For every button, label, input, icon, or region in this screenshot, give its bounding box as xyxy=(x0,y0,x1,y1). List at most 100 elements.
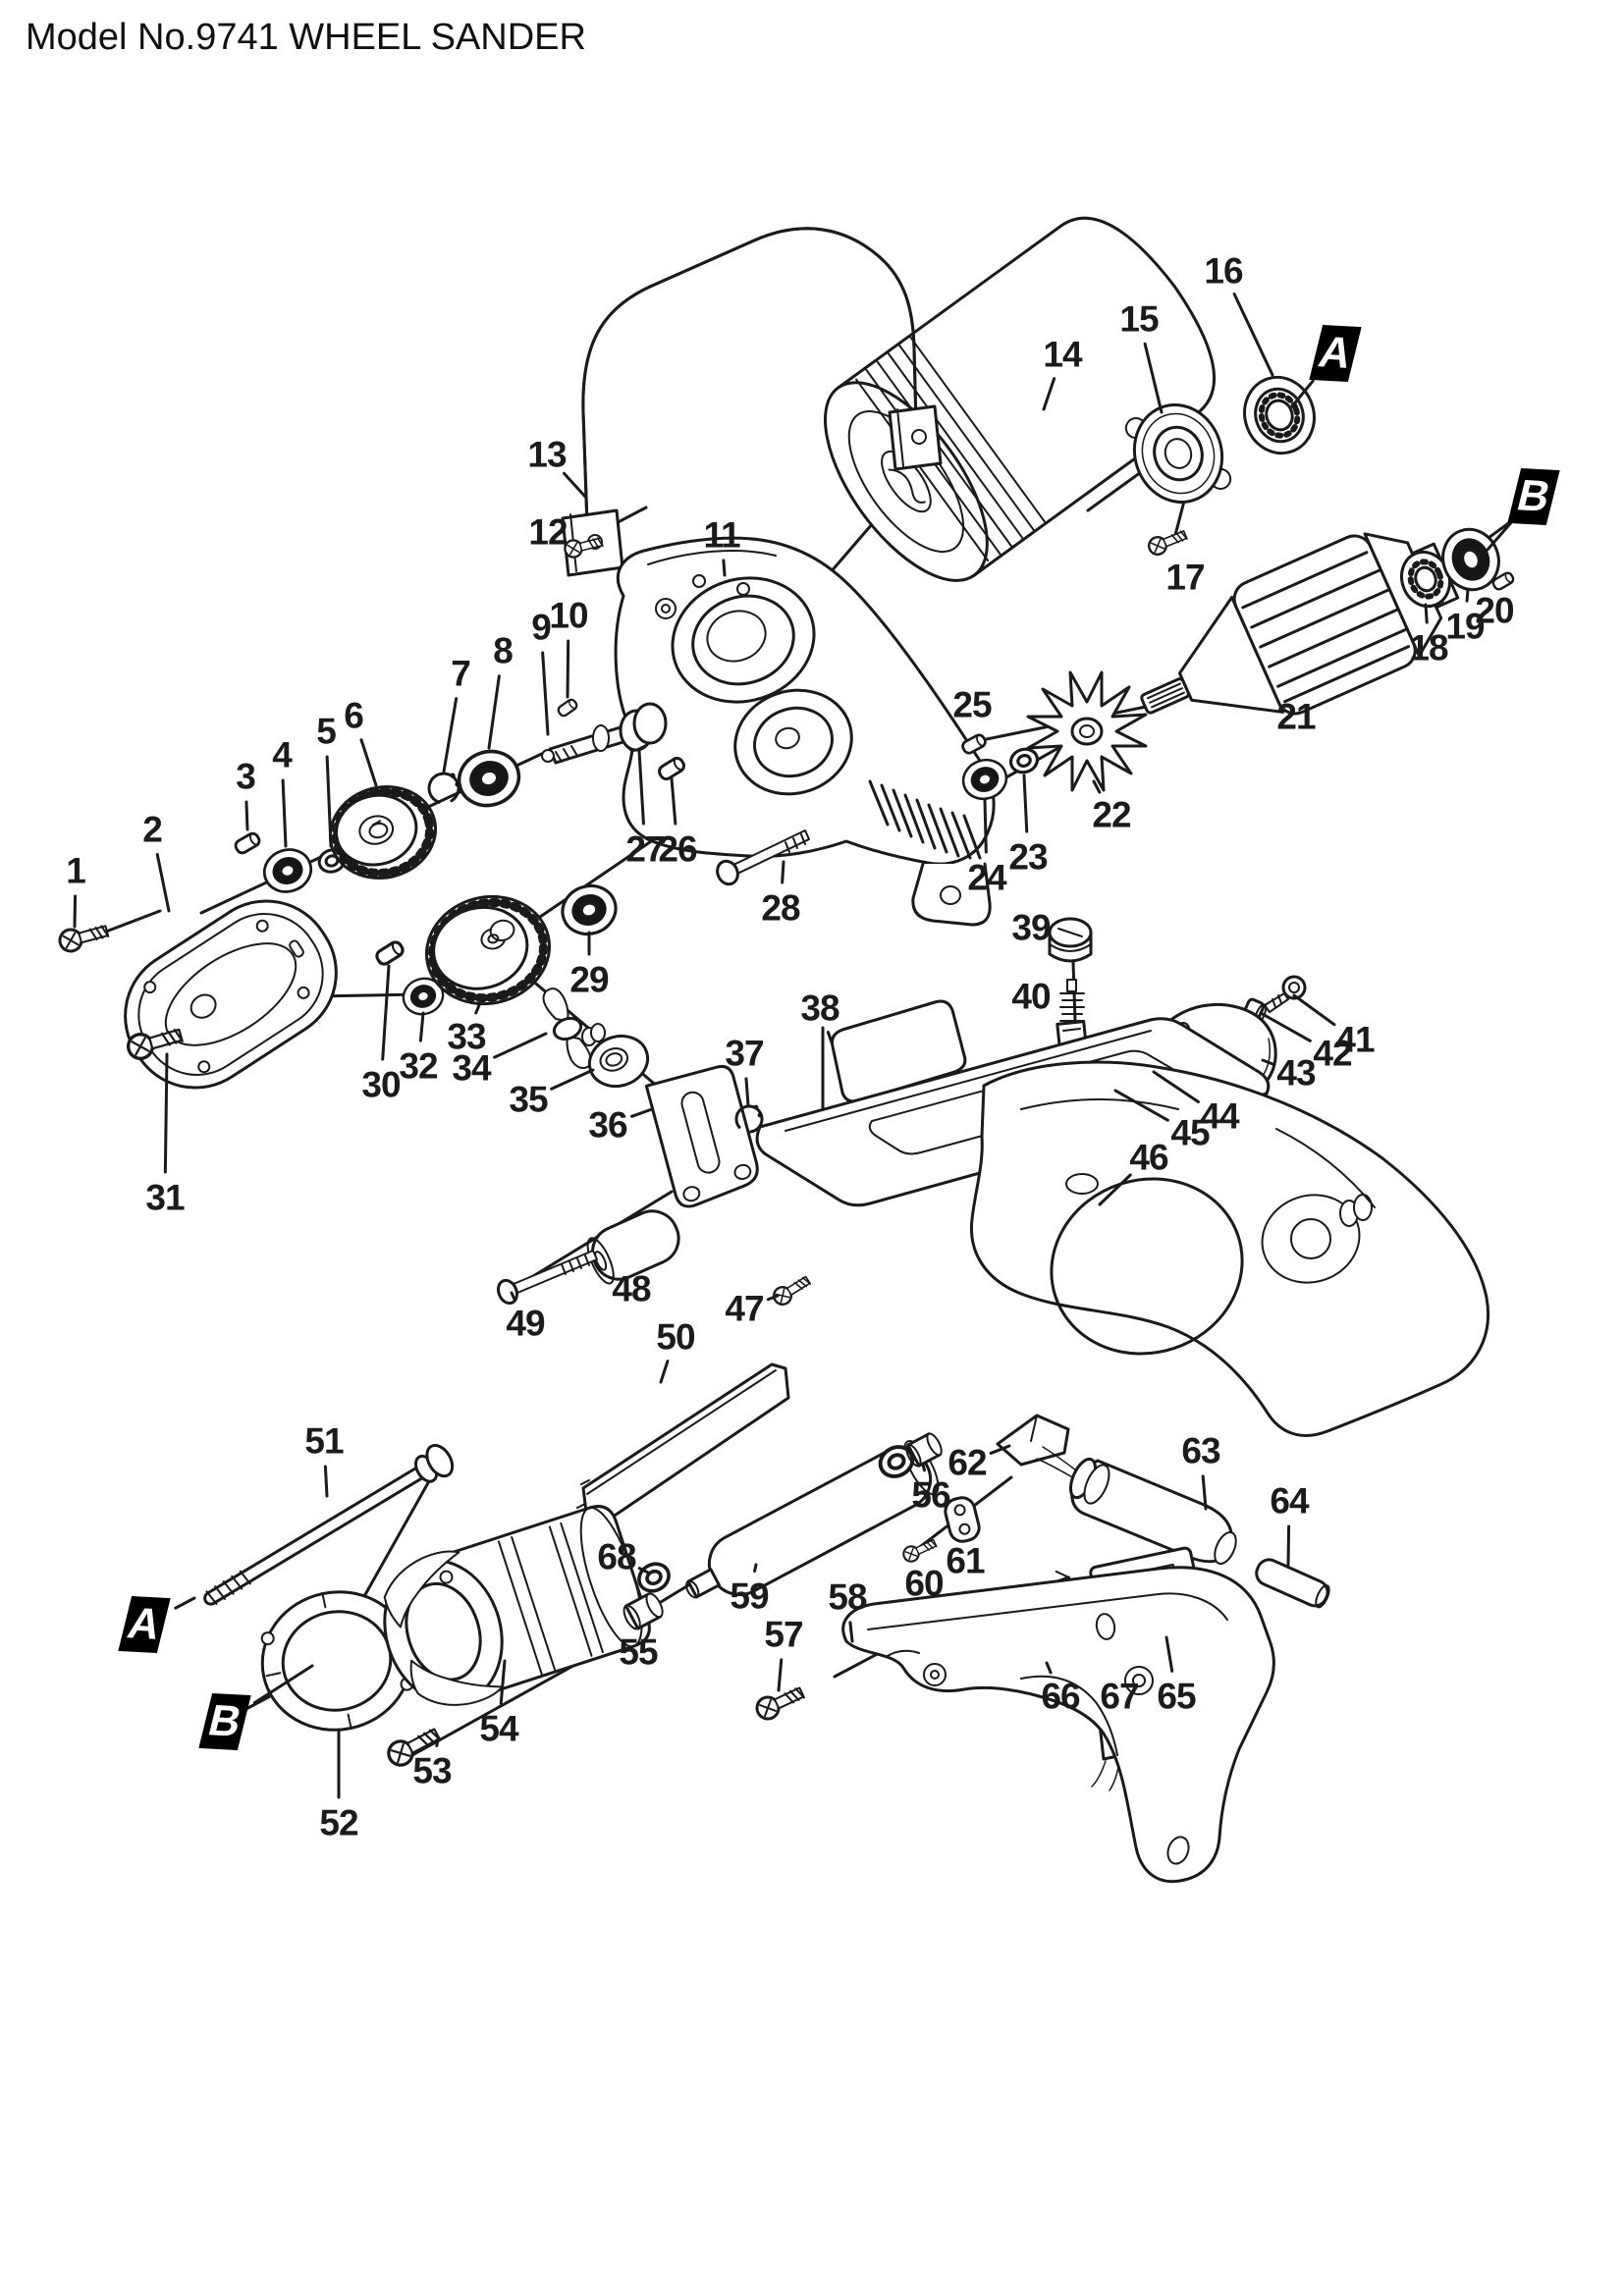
part-pinion-shaft-9 xyxy=(541,702,668,765)
leader-line xyxy=(1201,1474,1208,1511)
part-label-62: 62 xyxy=(947,1442,987,1483)
leader-line xyxy=(1042,377,1056,411)
part-roller-59 xyxy=(685,1440,940,1599)
leader-line xyxy=(1232,293,1274,377)
leader-line xyxy=(1152,1070,1200,1104)
leader-line xyxy=(1286,1524,1291,1567)
leader-line xyxy=(670,776,677,826)
part-label-35: 35 xyxy=(509,1079,548,1120)
part-pin-30 xyxy=(372,937,407,969)
part-label-12: 12 xyxy=(528,511,568,553)
leader-line xyxy=(499,1659,507,1705)
part-label-17: 17 xyxy=(1165,557,1205,598)
part-baffle-plate-50 xyxy=(576,1362,790,1525)
part-label-53: 53 xyxy=(412,1750,452,1791)
part-label-24: 24 xyxy=(967,857,1006,898)
leader-line xyxy=(1143,342,1164,414)
part-key-10 xyxy=(555,696,580,720)
leader-lines xyxy=(73,293,1512,1799)
part-label-9: 9 xyxy=(531,607,552,648)
leader-line xyxy=(155,852,171,913)
part-screw-41 xyxy=(1264,975,1307,1013)
leader-line xyxy=(1261,1058,1274,1066)
part-label-28: 28 xyxy=(761,887,800,929)
part-label-67: 67 xyxy=(1100,1676,1139,1717)
leader-line xyxy=(510,1291,516,1302)
part-flat-washer-18 xyxy=(1399,550,1452,609)
part-label-65: 65 xyxy=(1157,1676,1196,1717)
part-label-46: 46 xyxy=(1129,1137,1168,1178)
leader-line xyxy=(163,1052,169,1174)
leader-line xyxy=(323,1465,329,1498)
leader-line xyxy=(989,1444,1011,1455)
part-washer-35 xyxy=(587,1034,650,1089)
part-roller-48 xyxy=(586,1209,680,1285)
part-label-26: 26 xyxy=(658,828,697,870)
part-label-3: 3 xyxy=(236,756,256,797)
leader-line xyxy=(766,1294,780,1302)
part-screw-1 xyxy=(56,919,112,955)
part-bushing-55 xyxy=(623,1592,664,1630)
leader-line xyxy=(781,860,785,884)
leader-line xyxy=(1290,379,1315,408)
leader-line xyxy=(381,964,391,1061)
part-bearing-8 xyxy=(450,741,528,816)
part-label-50: 50 xyxy=(656,1316,695,1358)
part-wing-nut-34 xyxy=(542,988,606,1069)
part-label-5: 5 xyxy=(316,711,337,752)
part-brush-cap-39 xyxy=(1048,917,1093,963)
part-label-44: 44 xyxy=(1200,1095,1239,1137)
part-handle-grip xyxy=(841,1566,1275,1884)
part-label-30: 30 xyxy=(361,1064,401,1105)
part-label-42: 42 xyxy=(1313,1033,1352,1074)
part-handle-bow xyxy=(561,227,943,577)
leader-line xyxy=(359,738,378,787)
part-label-59: 59 xyxy=(730,1575,769,1617)
part-bolt-28 xyxy=(716,829,810,886)
leader-line xyxy=(550,1068,595,1091)
leader-line xyxy=(744,1077,750,1107)
leader-line xyxy=(442,697,459,774)
part-label-40: 40 xyxy=(1011,976,1051,1017)
part-washer-68 xyxy=(632,1557,676,1598)
part-gear-6 xyxy=(328,784,438,881)
leader-line xyxy=(921,1463,927,1472)
part-label-55: 55 xyxy=(619,1631,658,1673)
diagram-title: Model No.9741 WHEEL SANDER xyxy=(26,17,586,58)
part-screw-17 xyxy=(1145,525,1190,559)
part-label-56: 56 xyxy=(911,1474,950,1516)
leader-line xyxy=(562,471,588,500)
part-label-1: 1 xyxy=(66,850,86,891)
part-snap-ring-37 xyxy=(734,1104,764,1134)
part-gear-33 xyxy=(424,894,552,1006)
leader-line xyxy=(252,1664,314,1705)
part-screw-60 xyxy=(899,1534,940,1566)
part-tube-64 xyxy=(1255,1558,1330,1609)
part-label-23: 23 xyxy=(1008,836,1048,878)
leader-line xyxy=(174,1596,196,1610)
part-ball-bearing-19 xyxy=(1441,527,1500,592)
leader-line xyxy=(418,1011,425,1042)
leader-line xyxy=(983,798,988,854)
leader-line xyxy=(1259,1011,1312,1042)
part-label-51: 51 xyxy=(304,1420,344,1462)
part-washer-23 xyxy=(1005,744,1043,777)
part-label-45: 45 xyxy=(1170,1112,1210,1153)
part-label-48: 48 xyxy=(612,1268,651,1309)
part-label-25: 25 xyxy=(952,684,992,725)
leader-line xyxy=(1486,521,1512,552)
leader-line xyxy=(777,1658,784,1692)
part-label-49: 49 xyxy=(506,1303,545,1344)
leader-line xyxy=(1092,779,1102,794)
part-bearing-4 xyxy=(257,842,318,899)
leader-line xyxy=(1022,774,1029,833)
part-label-4: 4 xyxy=(272,734,293,775)
part-label-6: 6 xyxy=(344,695,364,736)
leader-line xyxy=(637,749,645,826)
part-label-61: 61 xyxy=(946,1540,985,1581)
part-ball-bearing-16 xyxy=(1243,375,1316,455)
part-label-31: 31 xyxy=(145,1177,185,1218)
leader-line xyxy=(1045,1661,1053,1675)
part-label-18: 18 xyxy=(1409,627,1448,668)
